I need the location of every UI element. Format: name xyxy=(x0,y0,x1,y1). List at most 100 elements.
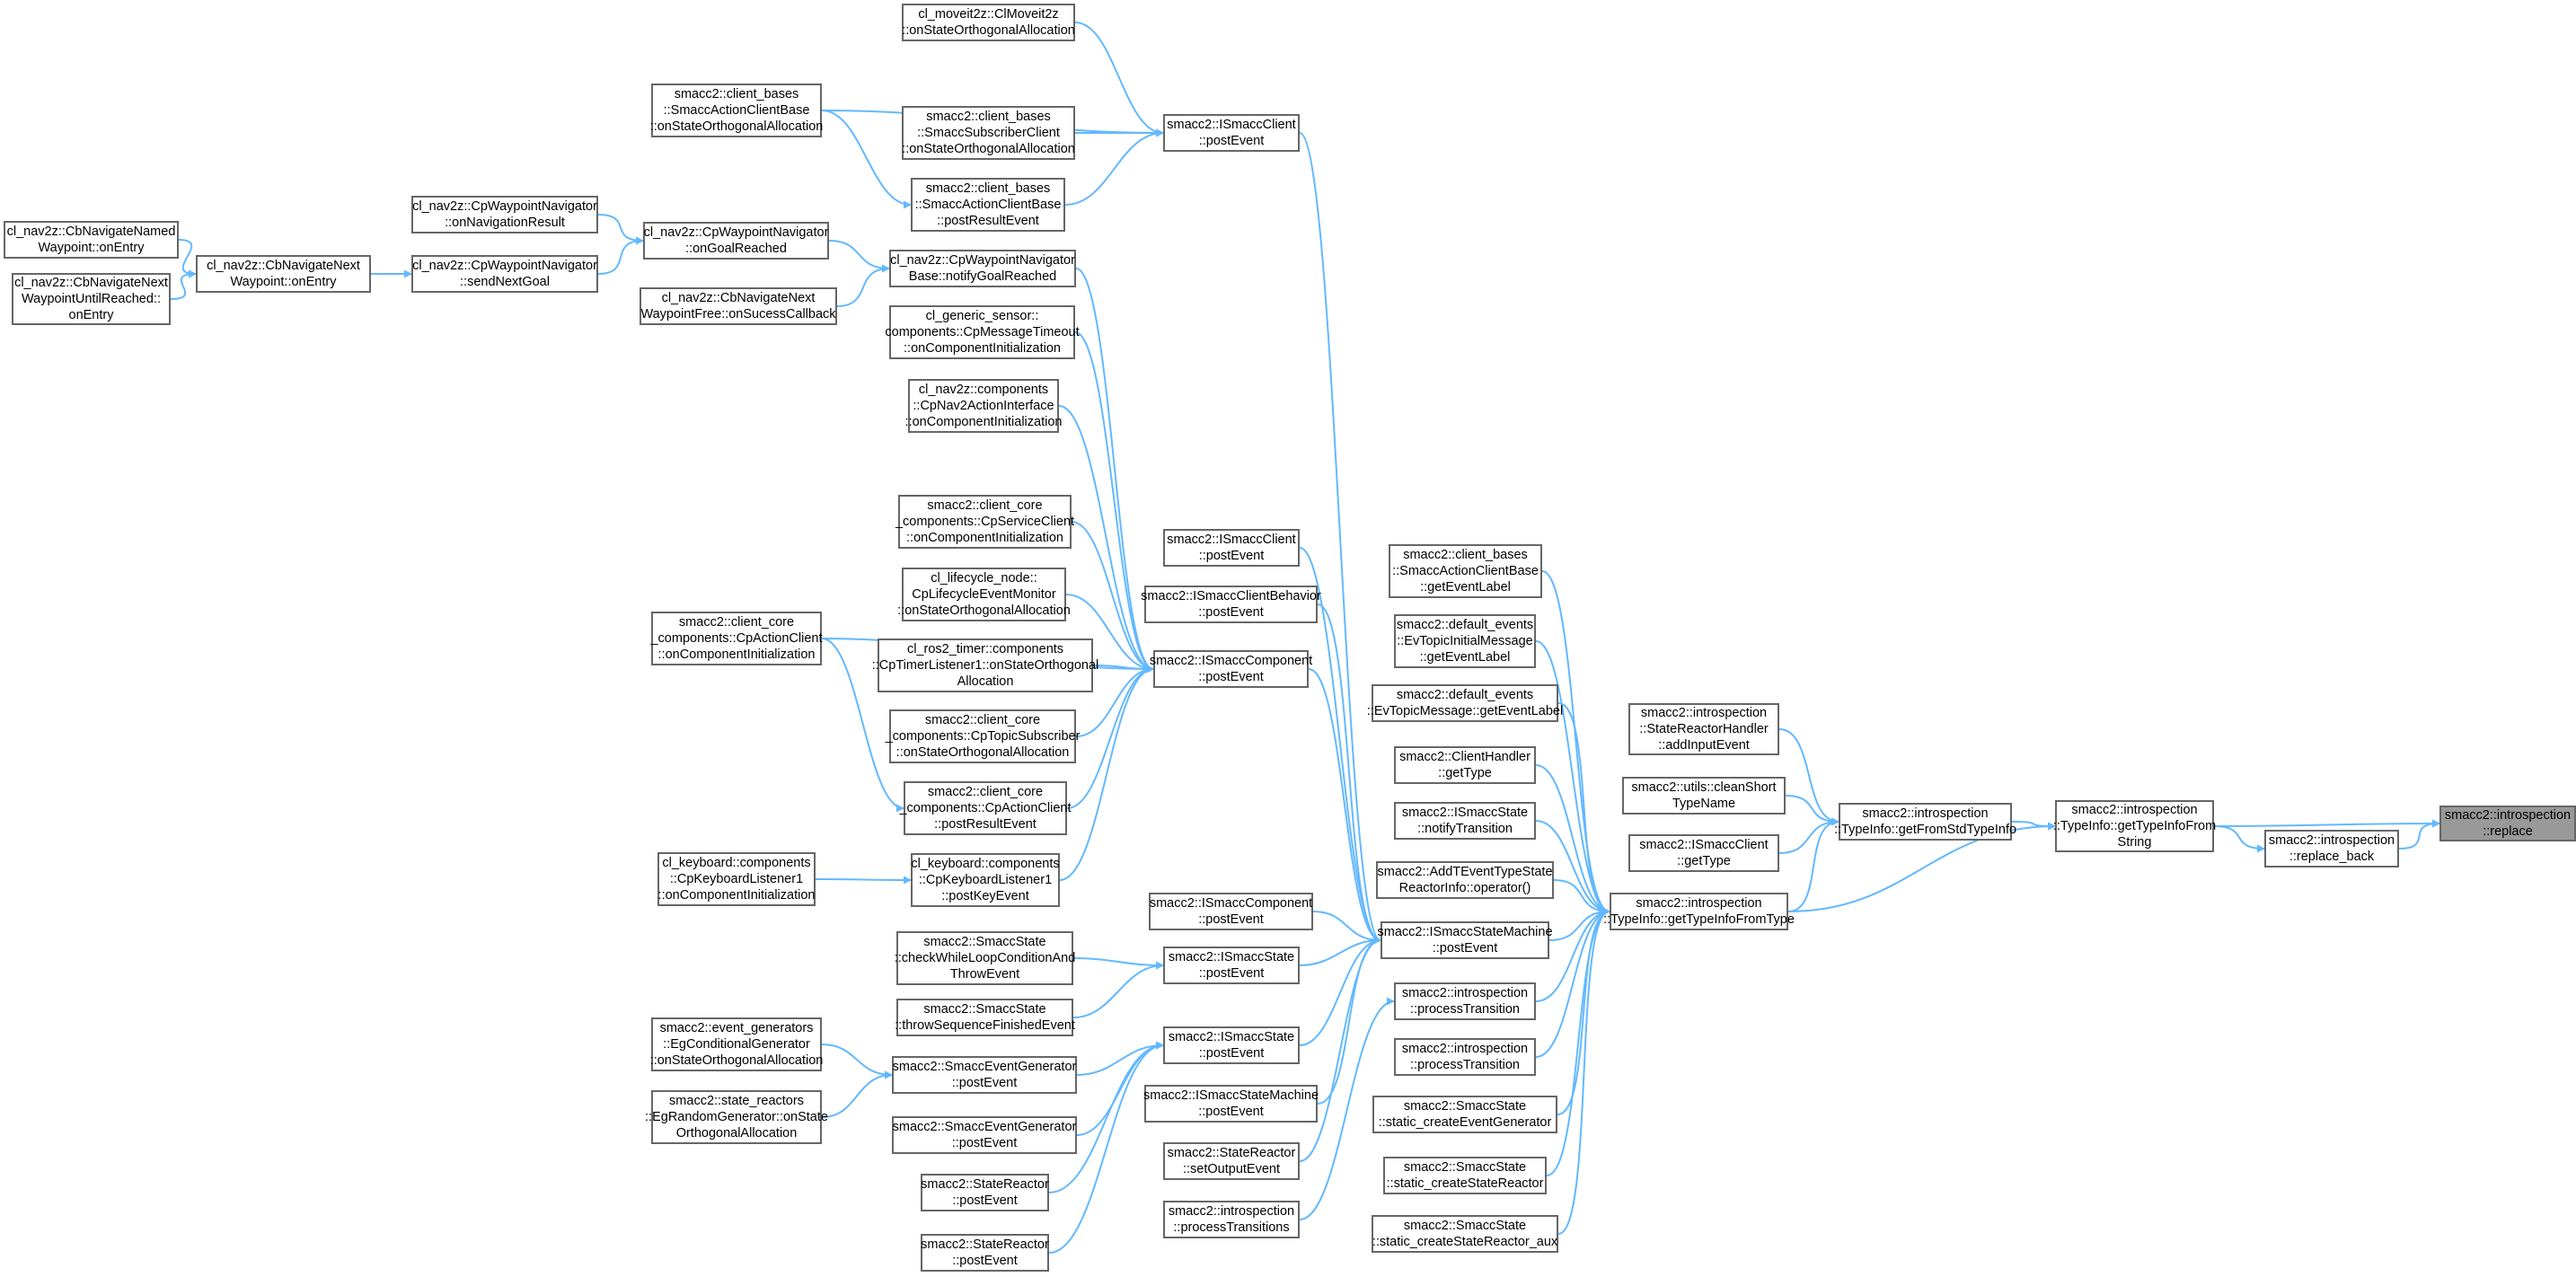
edge-s_createsr_aux-to-fromtype xyxy=(1557,907,1610,1235)
node-proc2[interactable]: smacc2::introspection::processTransition xyxy=(1394,1038,1536,1076)
edge-iclient_post_top-to-ism_post xyxy=(1299,132,1381,945)
node-proc1[interactable]: smacc2::introspection::processTransition xyxy=(1394,982,1536,1020)
node-evtopicinit[interactable]: smacc2::default_events::EvTopicInitialMe… xyxy=(1394,614,1536,668)
node-label-line: ::postEvent xyxy=(1432,941,1498,956)
node-label-line: ::static_createEventGenerator xyxy=(1378,1115,1552,1130)
node-addinput[interactable]: smacc2::introspection::StateReactorHandl… xyxy=(1628,703,1779,755)
node-label-line: OrthogonalAllocation xyxy=(675,1126,798,1140)
node-s_createsr_aux[interactable]: smacc2::SmaccState::static_createStateRe… xyxy=(1372,1215,1558,1253)
node-icomp_post2[interactable]: smacc2::ISmaccComponent::postEvent xyxy=(1149,893,1313,930)
node-label-line: ::throwSequenceFinishedEvent xyxy=(895,1018,1075,1033)
node-iclient_post_mid[interactable]: smacc2::ISmaccClient::postEvent xyxy=(1163,529,1300,567)
node-eg_post2[interactable]: smacc2::SmaccEventGenerator::postEvent xyxy=(892,1116,1077,1154)
node-icb_post[interactable]: smacc2::ISmaccClientBehavior::postEvent xyxy=(1141,586,1321,623)
node-label-line: Waypoint::onEntry xyxy=(38,241,145,255)
node-subclient[interactable]: smacc2::client_bases::SmaccSubscriberCli… xyxy=(902,106,1075,160)
edge-proc1-to-fromtype xyxy=(1535,907,1610,1002)
node-sr_setout[interactable]: smacc2::StateReactor::setOutputEvent xyxy=(1163,1142,1300,1180)
node-label-line: WaypointUntilReached:: xyxy=(21,292,161,306)
node-label-line: smacc2::AddTEventTypeState xyxy=(1377,865,1553,879)
node-s_createsr[interactable]: smacc2::SmaccState::static_createStateRe… xyxy=(1383,1157,1547,1194)
node-genericsensor[interactable]: cl_generic_sensor::components::CpMessage… xyxy=(885,305,1080,359)
node-replace: smacc2::introspection::replace xyxy=(2439,806,2576,841)
edge-sr_post2-to-istate_post2 xyxy=(1048,1041,1164,1254)
node-ism_post[interactable]: smacc2::ISmaccStateMachine::postEvent xyxy=(1377,921,1553,959)
node-label-line: ::onGoalReached xyxy=(685,242,787,256)
edge-replace_back-to-replace xyxy=(2398,819,2440,850)
node-lifecycle[interactable]: cl_lifecycle_node::CpLifecycleEventMonit… xyxy=(897,568,1071,621)
node-iclient_post_top[interactable]: smacc2::ISmaccClient::postEvent xyxy=(1163,114,1300,152)
node-serviceclient[interactable]: smacc2::client_core_components::CpServic… xyxy=(895,495,1074,549)
node-label-line: ::TypeInfo::getTypeInfoFrom xyxy=(2052,819,2217,833)
node-eg_post1[interactable]: smacc2::SmaccEventGenerator::postEvent xyxy=(892,1056,1077,1094)
node-egrandom[interactable]: smacc2::state_reactors::EgRandomGenerato… xyxy=(645,1090,828,1144)
node-acb_label[interactable]: smacc2::client_bases::SmaccActionClientB… xyxy=(1389,544,1542,598)
node-clienthandler[interactable]: smacc2::ClientHandler::getType xyxy=(1394,746,1536,784)
node-sr_post1[interactable]: smacc2::StateReactor::postEvent xyxy=(921,1174,1049,1211)
node-label-line: cl_nav2z::CbNavigateNamed xyxy=(6,225,176,239)
edge-fromstring-to-replace xyxy=(2213,819,2440,828)
node-label-line: TypeName xyxy=(1672,797,1736,811)
node-iclient_gettype[interactable]: smacc2::ISmaccClient::getType xyxy=(1628,834,1779,872)
node-wpnav_result[interactable]: cl_nav2z::CpWaypointNavigator::onNavigat… xyxy=(411,196,598,233)
node-label-line: smacc2::ISmaccStateMachine xyxy=(1377,925,1553,939)
node-label-line: ::getType xyxy=(1438,766,1492,780)
node-label-line: smacc2::SmaccEventGenerator xyxy=(892,1120,1077,1134)
node-notifytrans[interactable]: smacc2::ISmaccState::notifyTransition xyxy=(1394,802,1536,840)
node-istate_post1[interactable]: smacc2::ISmaccState::postEvent xyxy=(1163,947,1300,984)
node-label-line: ::postEvent xyxy=(1198,966,1265,981)
node-proctrans[interactable]: smacc2::introspection::processTransition… xyxy=(1163,1201,1300,1238)
node-moveit[interactable]: cl_moveit2z::ClMoveit2z::onStateOrthogon… xyxy=(902,4,1075,41)
node-label-line: ::EgRandomGenerator::onState xyxy=(645,1110,828,1124)
node-label-line: ::onStateOrthogonalAllocation xyxy=(902,23,1075,38)
node-label-line: smacc2::SmaccState xyxy=(1403,1219,1527,1233)
node-label-line: ::EvTopicMessage::getEventLabel xyxy=(1366,704,1564,718)
node-label-line: cl_nav2z::CbNavigateNext xyxy=(14,276,168,290)
node-label-line: smacc2::StateReactor xyxy=(1167,1146,1296,1160)
edge-kb_oninit-to-kb_postkey xyxy=(815,876,912,885)
node-label-line: smacc2::StateReactor xyxy=(921,1237,1049,1252)
node-fromstd[interactable]: smacc2::introspection::TypeInfo::getFrom… xyxy=(1834,803,2016,841)
node-istate_post2[interactable]: smacc2::ISmaccState::postEvent xyxy=(1163,1026,1300,1064)
node-topicsub[interactable]: smacc2::client_core_components::CpTopicS… xyxy=(886,709,1080,763)
node-wpnav_send[interactable]: cl_nav2z::CpWaypointNavigator::sendNextG… xyxy=(411,255,598,293)
node-fromtype[interactable]: smacc2::introspection::TypeInfo::getType… xyxy=(1603,893,1795,930)
node-label-line: smacc2::SmaccState xyxy=(1403,1099,1527,1114)
node-label-line: ::checkWhileLoopConditionAnd xyxy=(894,951,1076,965)
node-label-line: Waypoint::onEntry xyxy=(230,275,337,289)
node-label-line: ::onComponentInitialization xyxy=(906,531,1063,545)
node-s_createeg[interactable]: smacc2::SmaccState::static_createEventGe… xyxy=(1372,1096,1557,1133)
node-evtopicmsg[interactable]: smacc2::default_events::EvTopicMessage::… xyxy=(1367,684,1563,722)
node-ros2timer[interactable]: cl_ros2_timer::components::CpTimerListen… xyxy=(872,638,1098,692)
node-kb_oninit[interactable]: cl_keyboard::components::CpKeyboardListe… xyxy=(657,852,816,906)
node-fromstring[interactable]: smacc2::introspection::TypeInfo::getType… xyxy=(2052,800,2217,852)
edge-ac_postres-to-icomp_post xyxy=(1066,665,1154,809)
node-replace_back[interactable]: smacc2::introspection::replace_back xyxy=(2264,830,2399,867)
node-label-line: cl_nav2z::CbNavigateNext xyxy=(207,259,360,273)
node-label-line: smacc2::ISmaccState xyxy=(1168,1030,1295,1044)
node-kb_postkey[interactable]: cl_keyboard::components::CpKeyboardListe… xyxy=(911,853,1060,907)
node-wpnav_goal[interactable]: cl_nav2z::CpWaypointNavigator::onGoalRea… xyxy=(643,222,829,260)
node-ism_post2[interactable]: smacc2::ISmaccStateMachine::postEvent xyxy=(1143,1085,1319,1123)
node-throwseq[interactable]: smacc2::SmaccState::throwSequenceFinishe… xyxy=(895,999,1075,1036)
node-checkwhile[interactable]: smacc2::SmaccState::checkWhileLoopCondit… xyxy=(894,931,1076,985)
node-nav2ai[interactable]: cl_nav2z::components::CpNav2ActionInterf… xyxy=(905,379,1062,433)
node-icomp_post[interactable]: smacc2::ISmaccComponent::postEvent xyxy=(1149,650,1313,688)
node-sr_post2[interactable]: smacc2::StateReactor::postEvent xyxy=(921,1234,1049,1272)
node-egcond[interactable]: smacc2::event_generators::EgConditionalG… xyxy=(650,1017,823,1071)
node-ac_oninit[interactable]: smacc2::client_core_components::CpAction… xyxy=(650,612,823,665)
node-acb_onstate[interactable]: smacc2::client_bases::SmaccActionClientB… xyxy=(650,84,823,137)
node-ac_postres[interactable]: smacc2::client_core_components::CpAction… xyxy=(899,781,1072,835)
node-label-line: smacc2::ISmaccComponent xyxy=(1149,654,1313,668)
node-label-line: ::postResultEvent xyxy=(937,214,1039,228)
node-acb_postres[interactable]: smacc2::client_bases::SmaccActionClientB… xyxy=(911,178,1065,232)
